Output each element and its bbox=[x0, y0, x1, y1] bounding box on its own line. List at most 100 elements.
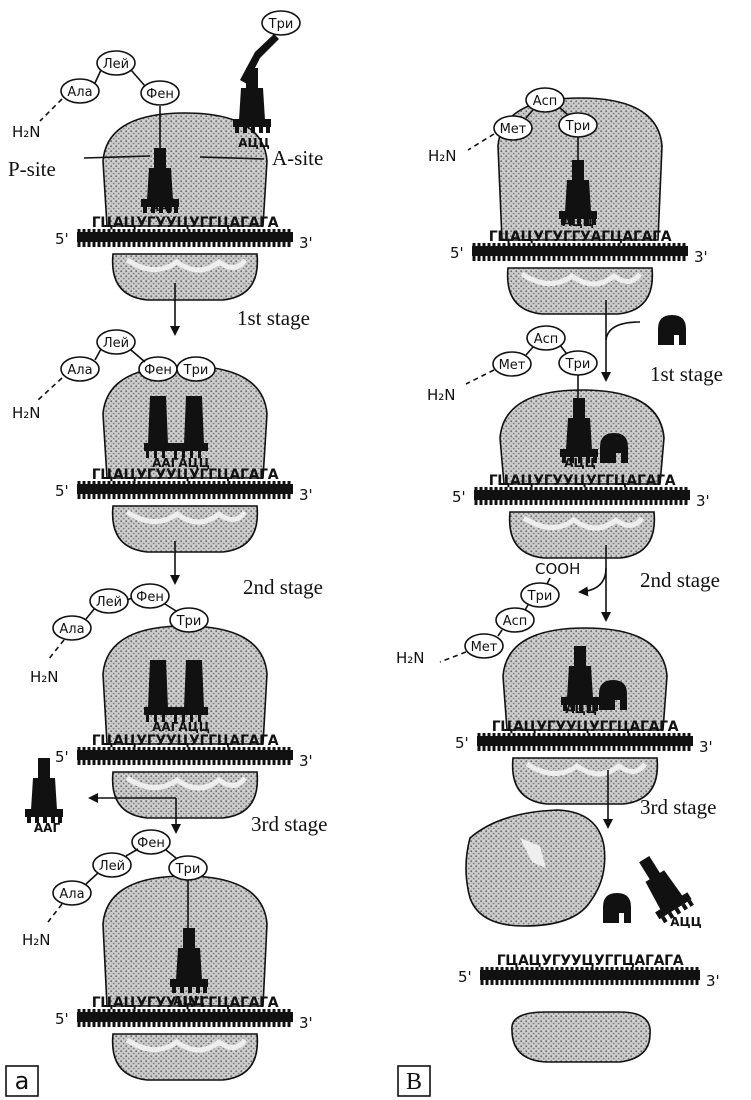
anticodon-acc-final: АЦЦ bbox=[173, 994, 205, 1008]
aa-fen: Фен bbox=[141, 81, 179, 105]
bond-h2n bbox=[40, 99, 62, 121]
aa-fen-3: Фен bbox=[131, 584, 169, 608]
aa-tri-b2-text: Три bbox=[565, 357, 591, 372]
bond-4b bbox=[126, 849, 138, 856]
aa-tri-3-text: Три bbox=[176, 614, 202, 629]
bond-ley-fen bbox=[131, 70, 145, 86]
aa-ala-3-text: Ала bbox=[59, 622, 84, 637]
aa-ley-2-text: Лей bbox=[103, 336, 129, 351]
aa-asp-b1-text: Асп bbox=[533, 94, 558, 109]
panel-b-ribo-3-three-prime: 3' bbox=[699, 738, 713, 756]
panel-b-ribo-3-five-prime: 5' bbox=[455, 734, 469, 752]
h2n-b2: H₂N bbox=[427, 386, 456, 404]
release-factor-icon-3 bbox=[599, 680, 627, 710]
aa-met-b1: Мет bbox=[494, 116, 532, 140]
free-small-subunit bbox=[512, 1012, 650, 1062]
panel-a-ribosome-2: ГЦАЦУГУУЦУГГЦАГАГА5'3'ААГАЦЦАлаЛейФенТри… bbox=[12, 330, 313, 552]
release-factor-icon-2 bbox=[600, 433, 628, 463]
aa-ley-text: Лей bbox=[103, 57, 129, 72]
free-trna-icon bbox=[628, 849, 695, 924]
bond-2a bbox=[95, 349, 101, 360]
arrow-b-2-release bbox=[580, 568, 606, 592]
bond-b2a bbox=[526, 347, 533, 355]
panel-a-label: a bbox=[15, 1067, 30, 1095]
panel-a-ribo-3-mrna-seq: ГЦАЦУГУУЦУГГЦАГАГА bbox=[92, 733, 279, 749]
aa-asp-b2: Асп bbox=[527, 326, 565, 350]
aa-ley-3: Лей bbox=[90, 589, 128, 613]
aa-fen-2-text: Фен bbox=[144, 363, 172, 378]
stage-a-1: 1st stage bbox=[237, 306, 310, 330]
free-five-prime: 5' bbox=[458, 968, 472, 986]
aa-tri-4-text: Три bbox=[175, 862, 201, 877]
bond-h2n-2 bbox=[38, 378, 62, 400]
panel-a-ribosome-4: ГЦАЦУГУУЦУГГЦАГАГА5'3'АЦЦАлаЛейФенТриH₂N bbox=[22, 830, 313, 1080]
panel-a-ribo-1: ГЦАЦУГУУЦУГГЦАГАГА5'3' bbox=[55, 113, 313, 300]
panel-b-ribo-3-small-subunit bbox=[513, 758, 658, 804]
stage-b-2: 2nd stage bbox=[640, 568, 720, 592]
panel-b-ribo-3-mrna-seq: ГЦАЦУГУУЦУГГЦАГАГА bbox=[492, 719, 679, 735]
arrow-b-1-join bbox=[606, 322, 640, 340]
panel-b-ribo-1-small-subunit bbox=[508, 268, 653, 314]
aa-asp-released-text: Асп bbox=[503, 614, 528, 629]
anticodon-b2: АЦЦ bbox=[564, 456, 596, 470]
bond-3a bbox=[86, 608, 95, 619]
h2n-b1: H₂N bbox=[428, 147, 457, 165]
panel-b-label: B bbox=[406, 1069, 422, 1095]
panel-a-ribo-2-five-prime: 5' bbox=[55, 482, 69, 500]
aa-asp-released: Асп bbox=[496, 608, 534, 632]
aa-tri-b1: Три bbox=[559, 113, 597, 137]
aa-met-released: Мет bbox=[465, 634, 503, 658]
h2n-a2: H₂N bbox=[12, 404, 41, 422]
incoming-trna-icon bbox=[233, 68, 271, 133]
free-release-factor-icon bbox=[603, 893, 631, 923]
anticodon-aag: ААГ bbox=[150, 200, 177, 214]
anticodon-aag-acc-2: ААГАЦЦ bbox=[152, 456, 210, 470]
panel-a-released-trna: ААГ bbox=[25, 758, 63, 835]
aa-fen-4: Фен bbox=[132, 830, 170, 854]
free-large-subunit bbox=[466, 810, 605, 926]
panel-b-ribo-2-three-prime: 3' bbox=[696, 492, 710, 510]
aa-tri-released: Три bbox=[521, 583, 559, 607]
aa-ley-4: Лей bbox=[93, 853, 131, 877]
h2n-a3: H₂N bbox=[30, 668, 59, 686]
bond-h2n-b2 bbox=[466, 370, 494, 384]
bond-h2n-3 bbox=[48, 640, 64, 660]
aa-met-b1-text: Мет bbox=[500, 122, 527, 137]
panel-a-ribo-1-small-subunit bbox=[113, 254, 258, 300]
aa-ley-4-text: Лей bbox=[99, 859, 125, 874]
panel-b-label-box: B bbox=[398, 1066, 430, 1096]
p-site-label: P-site bbox=[8, 157, 56, 181]
aa-tri-4: Три bbox=[169, 856, 207, 880]
panel-b: ГЦАЦУГУГГУАГЦАГАГА5'3'АЦЦМетАспТриH₂N1st… bbox=[396, 88, 723, 1062]
aa-ala: Ала bbox=[61, 79, 99, 103]
bond-ala-ley bbox=[95, 70, 101, 83]
panel-a-ribo-2-small-subunit bbox=[113, 506, 258, 552]
panel-a-ribo-4-three-prime: 3' bbox=[299, 1014, 313, 1032]
anticodon-free: АЦЦ bbox=[670, 915, 702, 929]
panel-a-ribo-1-mrna-seq: ГЦАЦУГУУЦУГГЦАГАГА bbox=[92, 215, 279, 231]
h2n-a4: H₂N bbox=[22, 931, 51, 949]
anticodon-aag-acc-3: ААГАЦЦ bbox=[152, 720, 210, 734]
panel-a-ribo-4-mrna-strand bbox=[77, 1012, 293, 1022]
bond-h2n-4 bbox=[48, 904, 62, 922]
panel-a-ribo-4-small-subunit bbox=[113, 1034, 258, 1080]
aa-tri-incoming: Три bbox=[262, 11, 300, 35]
h2n-a1: H₂N bbox=[12, 123, 41, 141]
stage-b-3: 3rd stage bbox=[640, 795, 716, 819]
panel-b-ribo-2-mrna-seq: ГЦАЦУГУУЦУГГЦАГАГА bbox=[489, 473, 676, 489]
aa-tri-b2: Три bbox=[559, 351, 597, 375]
aa-tri-3: Три bbox=[170, 608, 208, 632]
free-trna-wrap bbox=[628, 849, 695, 924]
aa-fen-2: Фен bbox=[139, 357, 177, 381]
stage-b-1: 1st stage bbox=[650, 362, 723, 386]
panel-a-ribo-2-three-prime: 3' bbox=[299, 486, 313, 504]
aa-ala-text: Ала bbox=[67, 85, 92, 100]
stage-a-3: 3rd stage bbox=[251, 812, 327, 836]
aa-ley-3-text: Лей bbox=[96, 595, 122, 610]
anticodon-b1: АЦЦ bbox=[562, 215, 594, 229]
free-mrna-strand bbox=[480, 970, 700, 980]
